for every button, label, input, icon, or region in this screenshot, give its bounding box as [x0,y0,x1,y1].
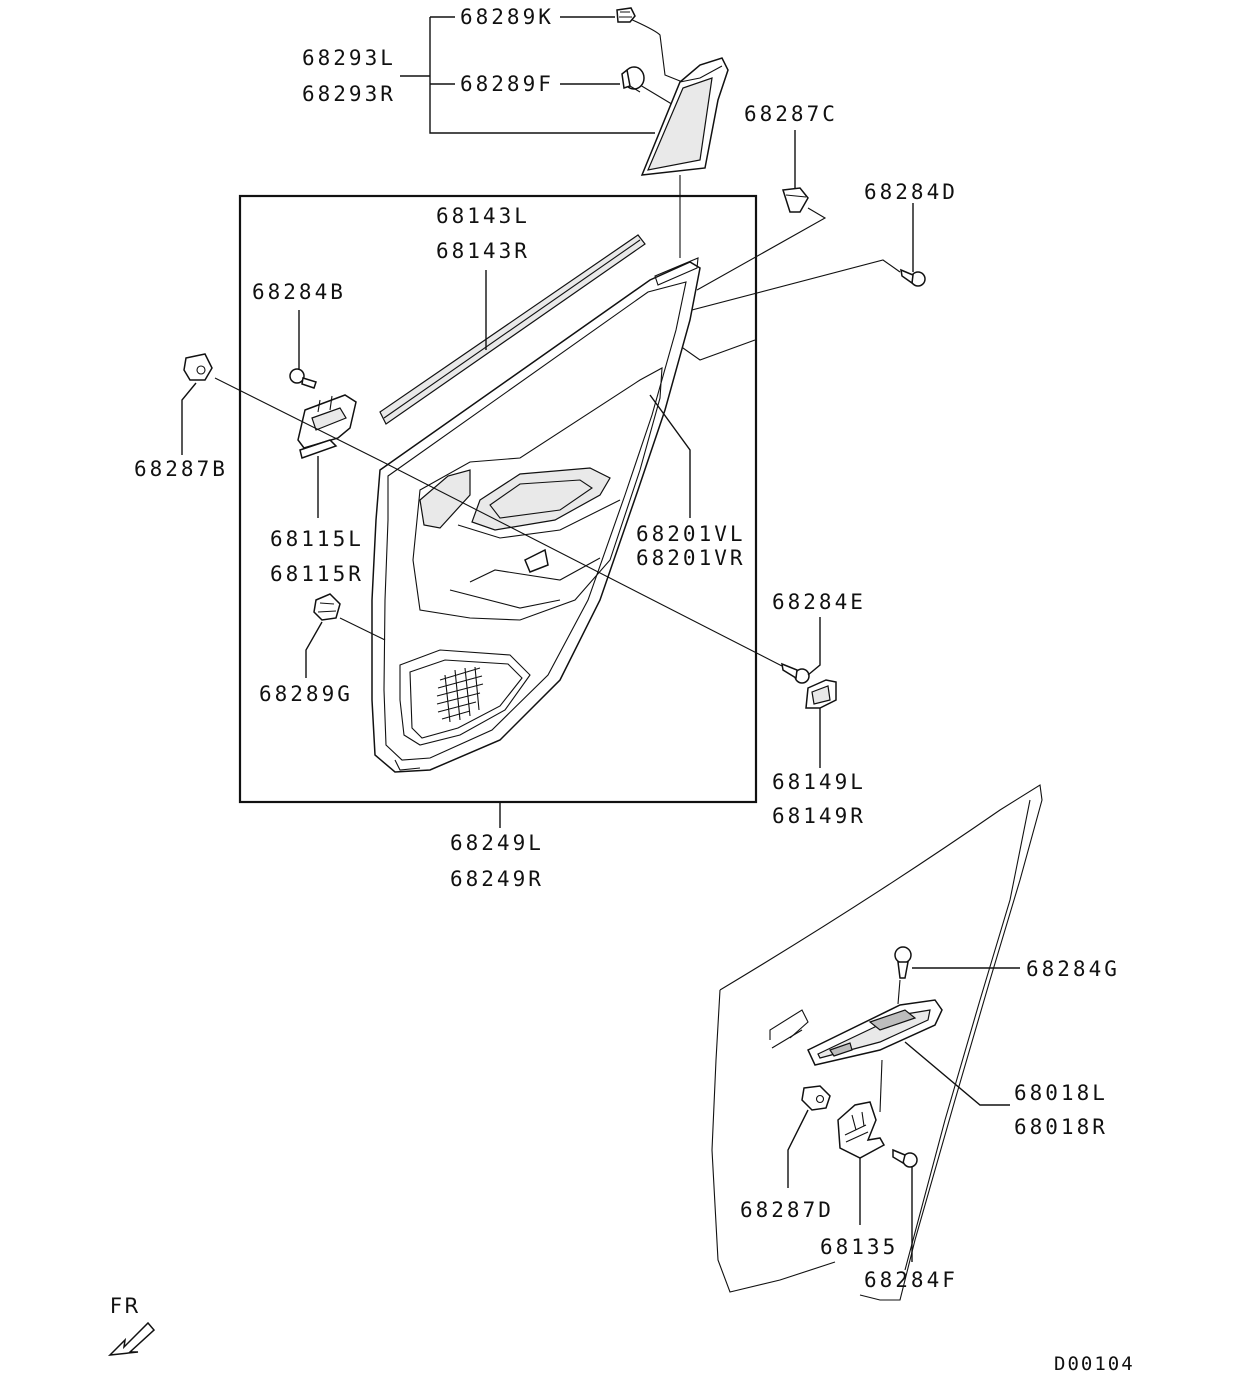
label-68018L: 68018L [1014,1081,1108,1105]
screw-68284E-icon [781,662,810,684]
screw-68284D-icon [900,268,926,287]
label-68284F: 68284F [864,1268,958,1292]
label-68287D: 68287D [740,1198,834,1222]
drawing-code: D00104 [1054,1353,1135,1375]
part-labels: 68289K 68293L 68293R 68289F 68287C 68284… [110,5,1135,1375]
door-trim-assembly-box [238,194,758,804]
screw-68284B-icon [289,368,317,389]
label-68289G: 68289G [259,682,353,706]
switch-bracket-68135-icon [837,1101,886,1159]
screw-68284F-icon [892,1148,918,1168]
cap-68149-icon [805,679,837,709]
label-68249L: 68249L [450,831,544,855]
label-68287C: 68287C [744,102,838,126]
label-68201VR: 68201VR [636,546,746,570]
clip-68289K-icon [616,7,636,23]
label-68289F: 68289F [460,72,554,96]
door-trim-panel-icon [371,234,701,773]
label-68143L: 68143L [436,204,530,228]
delta-cover-icon [640,57,729,176]
label-68249R: 68249R [450,867,544,891]
label-68143R: 68143R [436,239,530,263]
label-68018R: 68018R [1014,1115,1108,1139]
label-68284G: 68284G [1026,957,1120,981]
label-68293R: 68293R [302,82,396,106]
label-68115L: 68115L [270,527,364,551]
clip-68287B-icon [183,353,213,381]
screw-68284G-icon [894,946,912,979]
label-68115R: 68115R [270,562,364,586]
label-68289K: 68289K [460,5,554,29]
label-68284B: 68284B [252,280,346,304]
label-68201VL: 68201VL [636,522,746,546]
clip-68287D-icon [801,1085,831,1111]
label-68284E: 68284E [772,590,866,614]
label-68287B: 68287B [134,457,228,481]
delta-cover-group [400,7,729,258]
label-68149R: 68149R [772,804,866,828]
label-68293L: 68293L [302,46,396,70]
inside-handle-bracket-icon [297,394,357,459]
power-window-switch-panel-icon [807,999,943,1066]
clip-68289G-icon [313,593,341,621]
label-68149L: 68149L [772,770,866,794]
label-68135: 68135 [820,1235,898,1259]
label-68284D: 68284D [864,180,958,204]
front-direction-arrow-icon [107,1321,156,1356]
clip-68289F-icon [621,66,645,93]
door-detail-outline [711,784,1043,1301]
front-direction-label: FR [110,1294,141,1318]
speaker-grille-icon [436,666,484,723]
clip-68287C-icon [782,187,809,213]
